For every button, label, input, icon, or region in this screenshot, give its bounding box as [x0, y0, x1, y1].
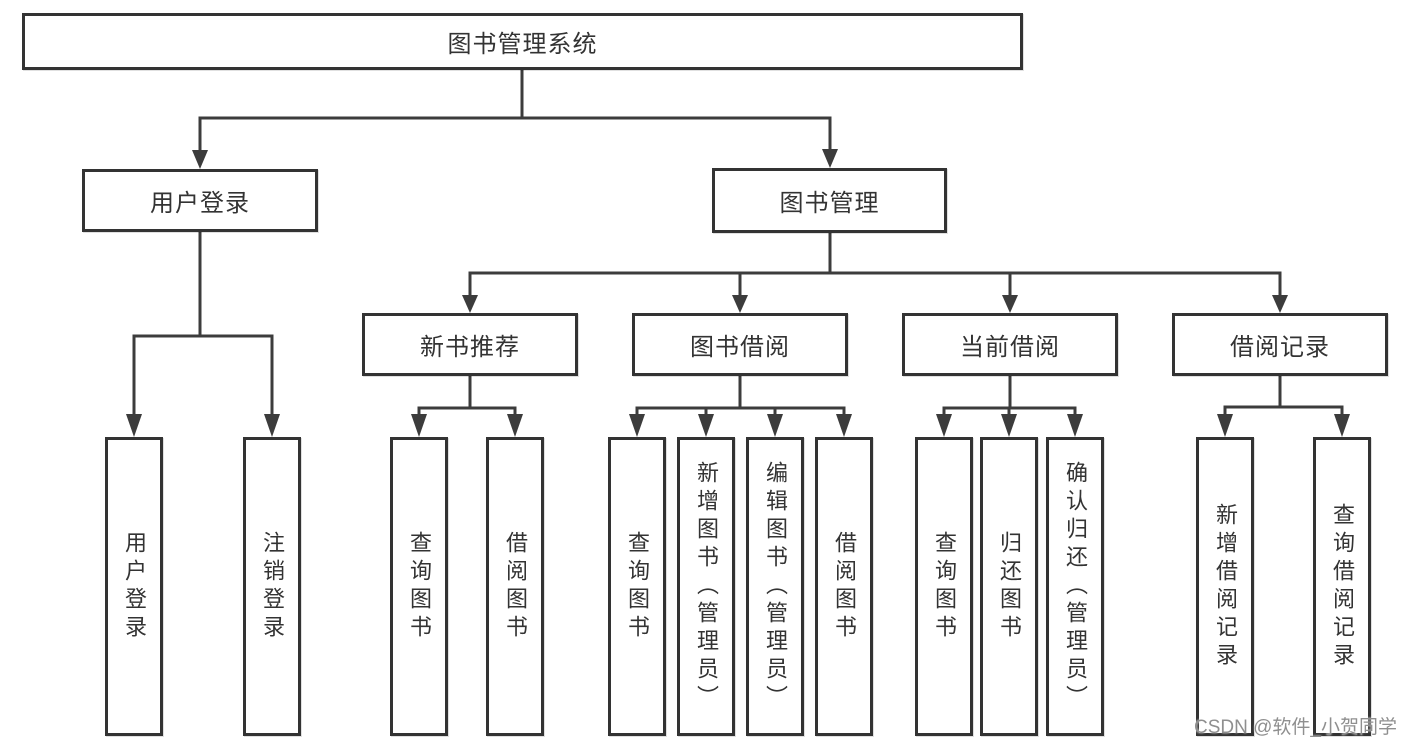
leaf-return-books: 归还图书 — [980, 437, 1038, 736]
leaf-confirm-return-admin: 确认归还（管理员） — [1046, 437, 1104, 736]
csdn-watermark: CSDN @软件_小贺同学 — [1194, 717, 1397, 738]
node-borrow-records: 借阅记录 — [1172, 313, 1388, 376]
leaf-add-borrow-record: 新增借阅记录 — [1196, 437, 1254, 736]
node-new-book-recommend: 新书推荐 — [362, 313, 578, 376]
leaf-recommend-borrow-books: 借阅图书 — [486, 437, 544, 736]
leaf-recommend-query-books: 查询图书 — [390, 437, 448, 736]
node-current-borrow: 当前借阅 — [902, 313, 1118, 376]
node-root-system: 图书管理系统 — [22, 13, 1023, 70]
leaf-user-login: 用户登录 — [105, 437, 163, 736]
leaf-current-query-books: 查询图书 — [915, 437, 973, 736]
node-book-management: 图书管理 — [712, 168, 947, 233]
leaf-logout: 注销登录 — [243, 437, 301, 736]
node-book-borrow: 图书借阅 — [632, 313, 848, 376]
leaf-add-books-admin: 新增图书（管理员） — [677, 437, 735, 736]
node-user-login: 用户登录 — [82, 169, 318, 232]
leaf-borrow-query-books: 查询图书 — [608, 437, 666, 736]
leaf-query-borrow-record: 查询借阅记录 — [1313, 437, 1371, 736]
leaf-edit-books-admin: 编辑图书（管理员） — [746, 437, 804, 736]
leaf-borrow-books: 借阅图书 — [815, 437, 873, 736]
